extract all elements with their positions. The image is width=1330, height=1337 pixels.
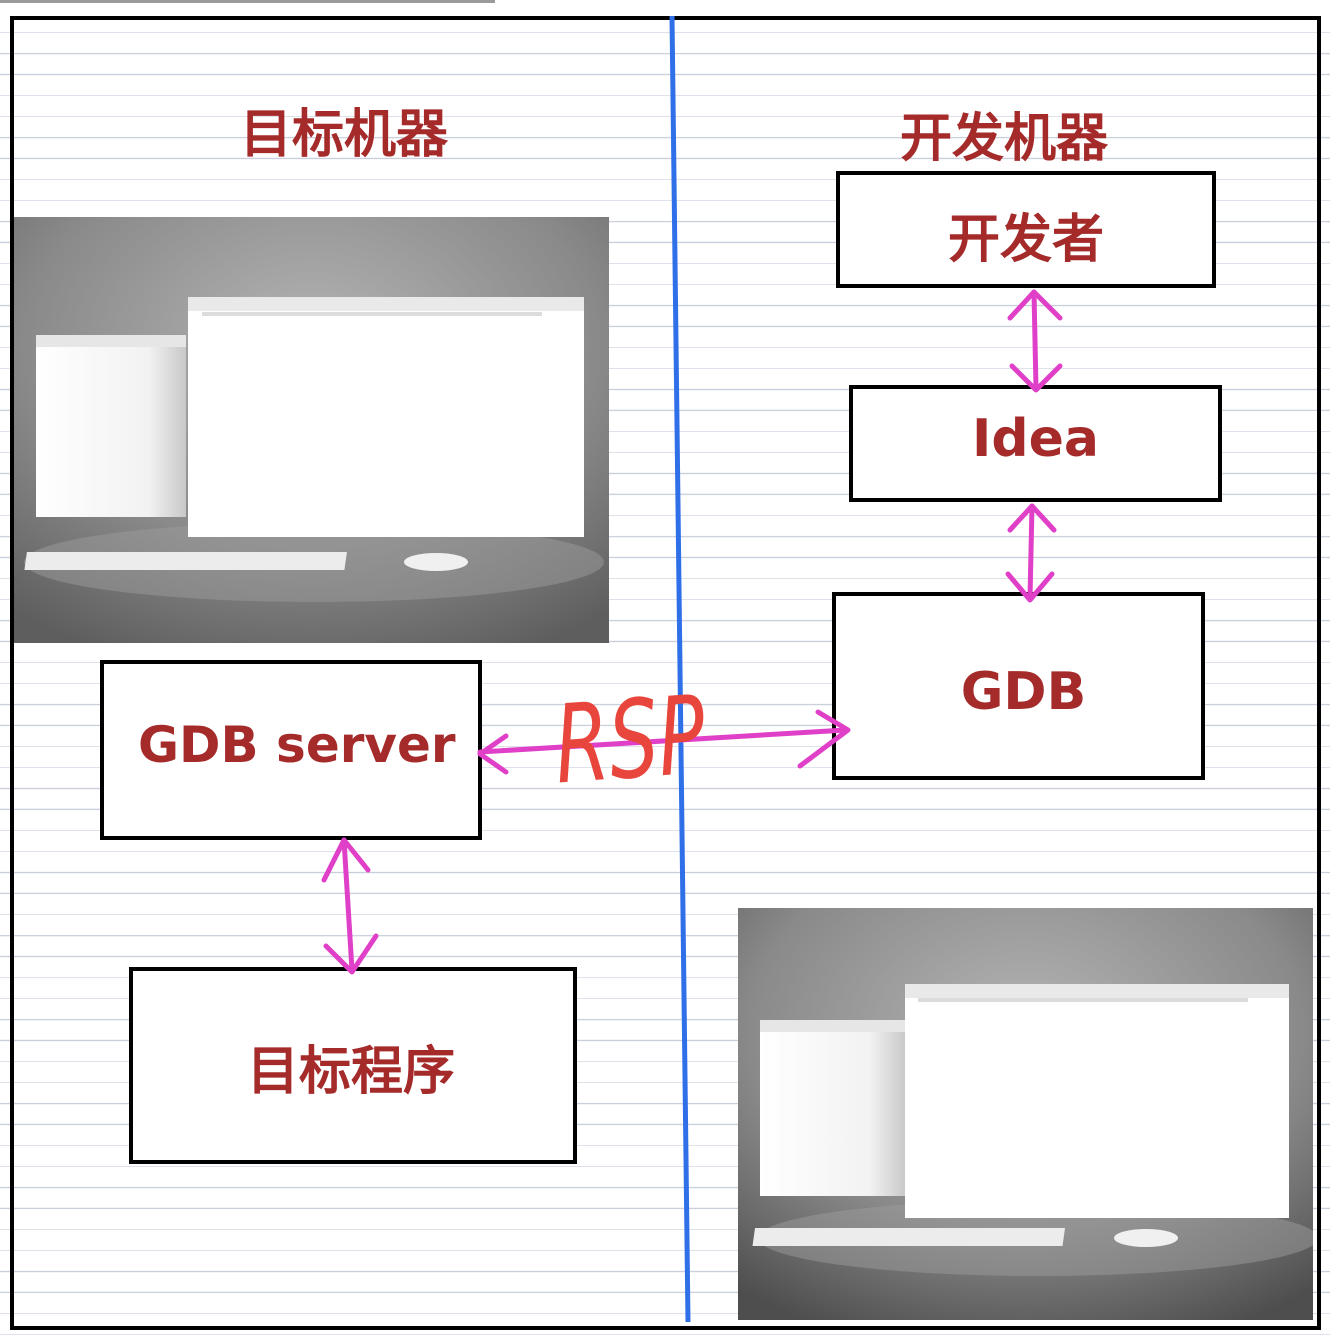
top-strip: [0, 0, 495, 3]
dev-machine-title: 开发机器: [900, 109, 1109, 169]
dev-computer-image: [738, 908, 1313, 1320]
server-program-arrow: [321, 837, 379, 975]
gdb-label: GDB: [960, 662, 1087, 722]
target-machine-title: 目标机器: [240, 105, 449, 165]
idea-gdb-arrow: [1005, 503, 1057, 603]
rsp-label: RSP: [551, 673, 709, 808]
diagram-frame: [10, 16, 1321, 1330]
developer-box: 开发者: [836, 171, 1216, 288]
target-computer-image: [14, 217, 609, 643]
target-program-label: 目标程序: [247, 1042, 456, 1102]
gdb-server-box: GDB server: [100, 660, 482, 840]
developer-idea-arrow: [1007, 289, 1063, 393]
target-program-box: 目标程序: [129, 967, 577, 1164]
idea-label: Idea: [972, 409, 1099, 469]
developer-label: 开发者: [947, 210, 1104, 270]
divider-line: [669, 15, 691, 1323]
gdb-server-label: GDB server: [138, 716, 456, 774]
gdb-box: GDB: [832, 592, 1205, 780]
idea-box: Idea: [849, 385, 1222, 502]
rsp-arrow: [477, 709, 851, 775]
